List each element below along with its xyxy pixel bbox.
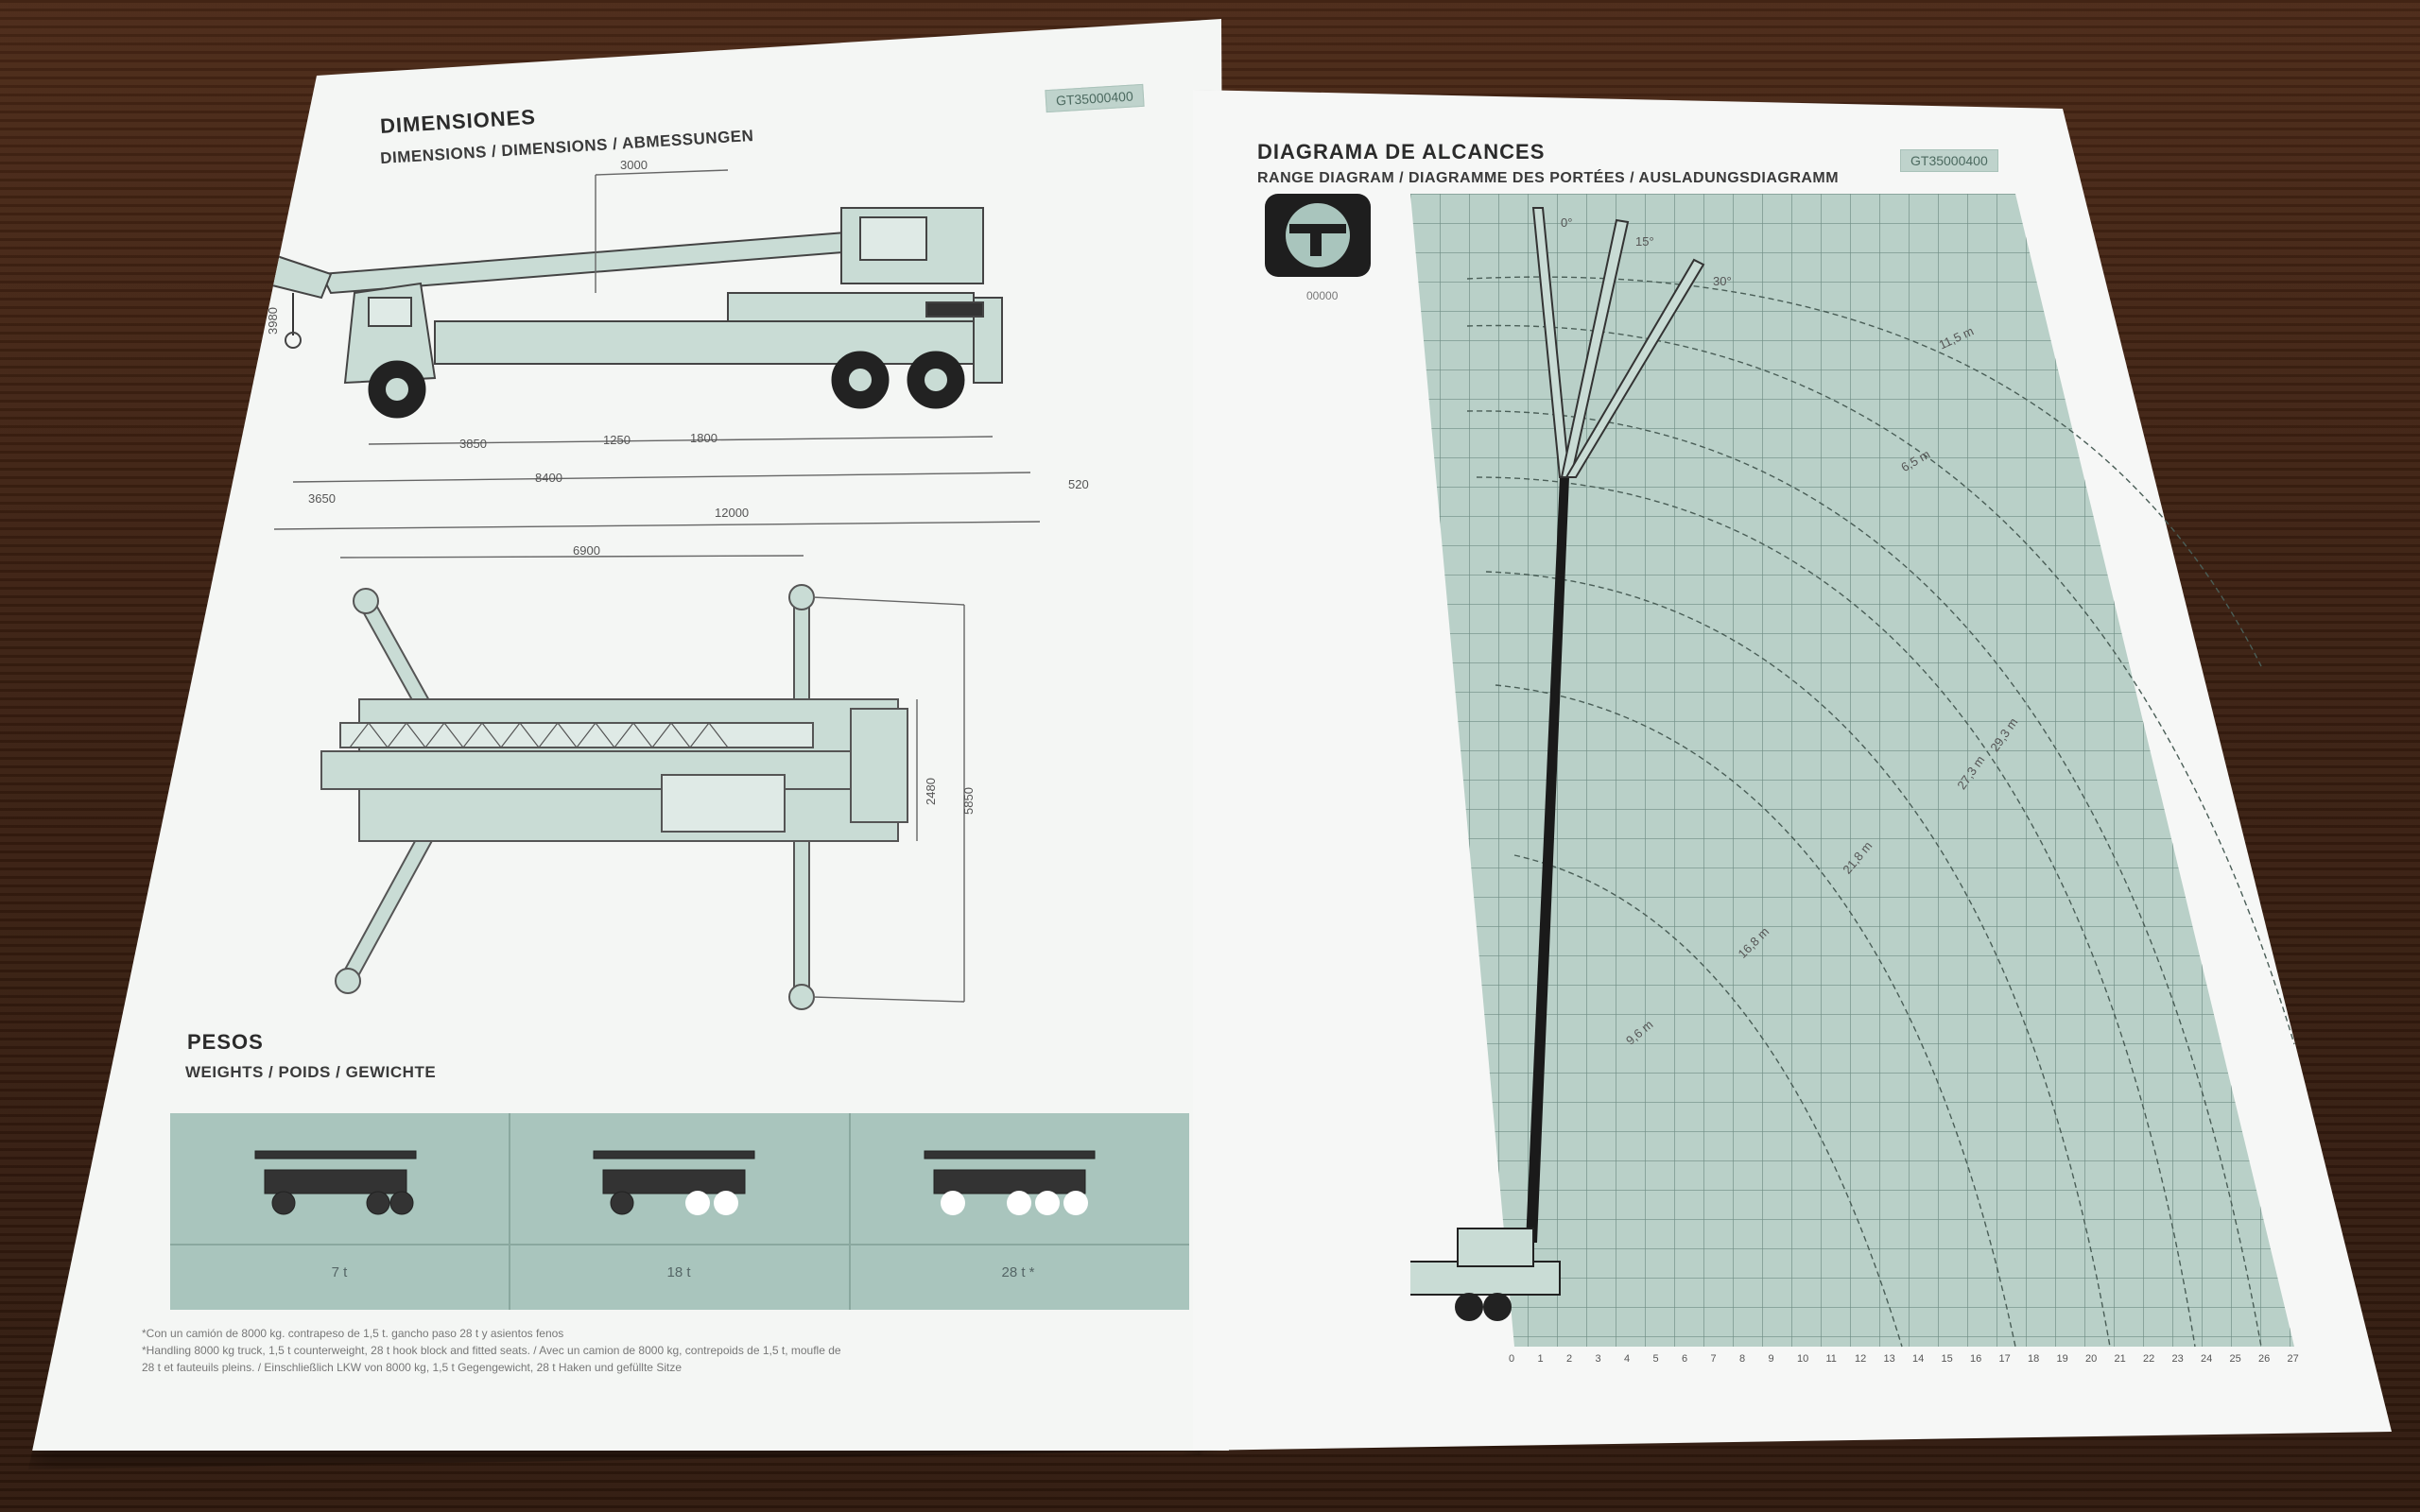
dim-total: 12000 xyxy=(715,506,750,520)
weights-title: PESOS xyxy=(187,1030,264,1054)
x-axis-tick-label: 3 xyxy=(1595,1353,1601,1365)
range-arcs xyxy=(1466,276,2295,1348)
x-axis-tick-label: 10 xyxy=(1797,1353,1809,1365)
left-page: DIMENSIONES DIMENSIONS / DIMENSIONS / AB… xyxy=(28,19,1229,1451)
x-axis-tick-label: 22 xyxy=(2143,1353,2155,1365)
x-axis-tick-label: 5 xyxy=(1652,1353,1659,1365)
x-axis-tick-label: 18 xyxy=(2028,1353,2040,1365)
dim-d1: 3850 xyxy=(459,437,487,451)
dim-height: 3980 xyxy=(265,307,280,335)
x-axis-tick-label: 6 xyxy=(1682,1353,1688,1365)
footnote-line-2: *Handling 8000 kg truck, 1,5 t counterwe… xyxy=(142,1344,841,1357)
x-axis-tick-label: 25 xyxy=(2229,1353,2241,1365)
x-axis-tick-label: 27 xyxy=(2287,1353,2299,1365)
x-axis-tick-label: 15 xyxy=(1941,1353,1953,1365)
x-axis-tick-label: 24 xyxy=(2201,1353,2213,1365)
dim-d5: 3650 xyxy=(308,491,336,506)
x-axis-tick-label: 0 xyxy=(1509,1353,1515,1365)
dim-width-top: 6900 xyxy=(573,543,600,558)
x-axis-tick-label: 13 xyxy=(1883,1353,1895,1365)
footnote-line-3: 28 t et fauteuils pleins. / Einschließli… xyxy=(142,1361,682,1374)
dim-d4: 8400 xyxy=(535,471,562,485)
range-grid-lines xyxy=(1410,194,2294,1347)
x-axis-tick-label: 8 xyxy=(1739,1353,1746,1365)
crane-truck-drawing xyxy=(1410,1228,1561,1321)
dim-d6: 520 xyxy=(1068,477,1089,491)
angle-label-15: 15° xyxy=(1635,234,1654,249)
angle-label-0: 0° xyxy=(1561,215,1573,230)
weights-table: 7 t 18 t 28 t * xyxy=(170,1113,1189,1310)
x-axis-tick-label: 12 xyxy=(1855,1353,1867,1365)
dim-d3: 1800 xyxy=(690,431,717,445)
dim-w1: 2480 xyxy=(923,778,938,805)
dim-w2: 5850 xyxy=(960,787,976,815)
range-diagram-subtitle: RANGE DIAGRAM / DIAGRAMME DES PORTÉES / … xyxy=(1257,170,1840,186)
footnote-line-1: *Con un camión de 8000 kg. contrapeso de… xyxy=(142,1327,564,1340)
x-axis-tick-label: 11 xyxy=(1825,1353,1837,1365)
angle-label-30: 30° xyxy=(1713,274,1732,288)
dim-d2: 1250 xyxy=(603,433,631,447)
truck-config-2-icon xyxy=(593,1150,755,1215)
logo-caption: 00000 xyxy=(1306,289,1339,302)
x-axis-tick-label: 17 xyxy=(1998,1353,2011,1365)
x-axis-tick-label: 14 xyxy=(1912,1353,1925,1365)
crane-boom-drawing xyxy=(1526,207,1705,1243)
x-axis-tick-label: 4 xyxy=(1624,1353,1631,1365)
x-axis-tick-label: 2 xyxy=(1566,1353,1573,1365)
document-code-tag: GT35000400 xyxy=(1045,83,1145,113)
truck-config-1-icon xyxy=(254,1150,417,1215)
x-axis-tick-label: 16 xyxy=(1970,1353,1982,1365)
range-diagram-chart xyxy=(1410,194,2295,1348)
x-axis-tick-label: 23 xyxy=(2171,1353,2184,1365)
x-axis-tick-label: 1 xyxy=(1537,1353,1544,1365)
weights-subtitle: WEIGHTS / POIDS / GEWICHTE xyxy=(185,1063,437,1081)
x-axis-tick-label: 21 xyxy=(2114,1353,2126,1365)
truck-config-3-icon xyxy=(924,1150,1096,1215)
weights-cell-2: 18 t xyxy=(509,1113,851,1310)
crane-logo xyxy=(1265,194,1371,277)
dim-top: 3000 xyxy=(620,158,648,172)
weights-cell-3: 28 t * xyxy=(849,1113,1187,1310)
x-axis-tick-label: 26 xyxy=(2258,1353,2271,1365)
range-code-tag: GT35000400 xyxy=(1900,149,1998,172)
crane-hook-icon xyxy=(1286,203,1350,267)
range-diagram-title: DIAGRAMA DE ALCANCES xyxy=(1257,140,1546,163)
x-axis-tick-label: 7 xyxy=(1710,1353,1717,1365)
weight-value-1: 7 t xyxy=(331,1264,348,1280)
crane-side-view-drawing xyxy=(226,169,1041,530)
crane-top-view-drawing xyxy=(320,555,965,1010)
x-axis-tick-label: 20 xyxy=(2085,1353,2098,1365)
x-axis-tick-label: 19 xyxy=(2056,1353,2068,1365)
weights-cell-1: 7 t xyxy=(170,1113,510,1310)
weight-value-3: 28 t * xyxy=(1001,1264,1035,1280)
weights-table-divider xyxy=(170,1244,1189,1246)
weight-value-2: 18 t xyxy=(666,1264,691,1280)
x-axis-tick-label: 9 xyxy=(1768,1353,1774,1365)
